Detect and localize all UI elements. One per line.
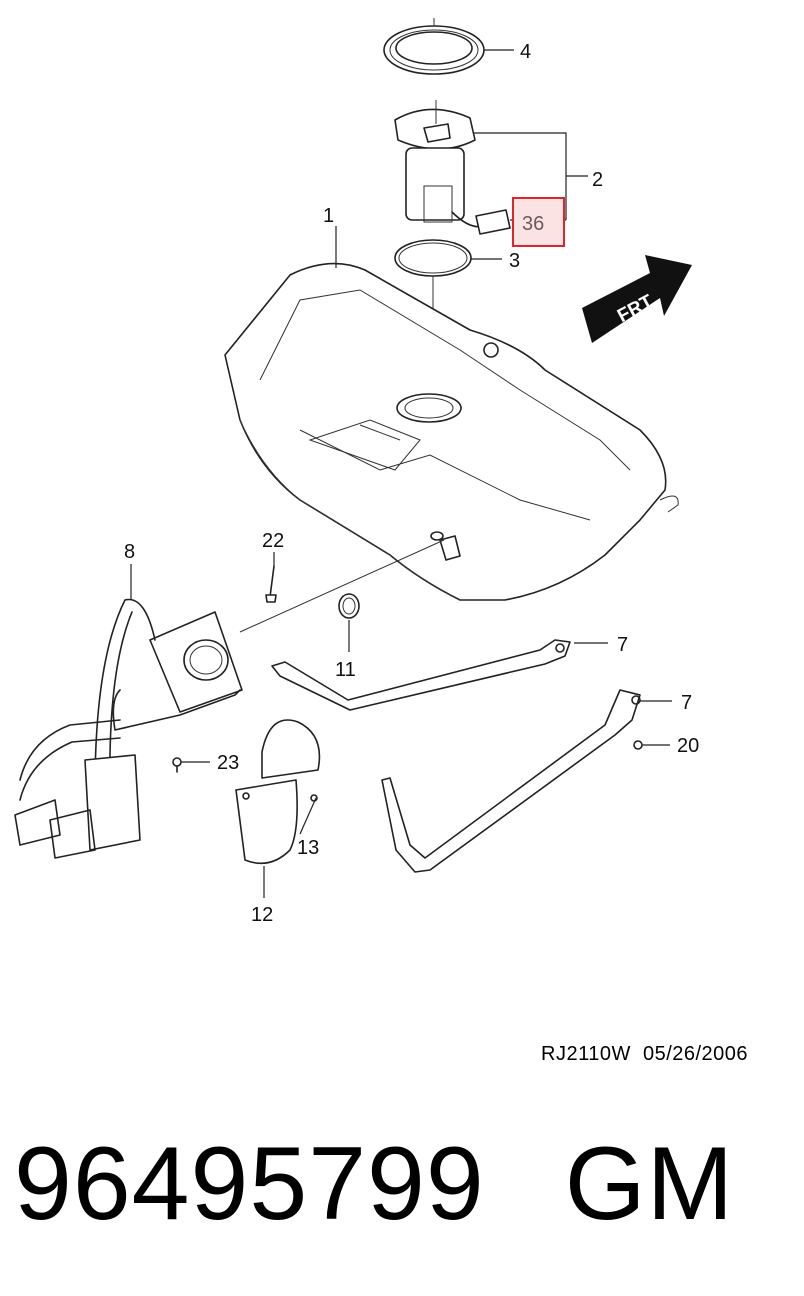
callout-20: 20 xyxy=(677,735,699,757)
callout-7-front-strap: 7 xyxy=(617,634,628,656)
bolt-part xyxy=(265,565,277,603)
tank-strap-front-part xyxy=(271,639,571,711)
callout-1: 1 xyxy=(323,205,334,227)
callout-36: 36 xyxy=(522,213,544,235)
callout-2: 2 xyxy=(592,169,603,191)
part-number: 96495799 xyxy=(14,1126,485,1242)
lock-ring-part xyxy=(383,18,485,75)
bolt-lower-part xyxy=(172,757,182,773)
callout-22: 22 xyxy=(262,530,284,552)
callout-4: 4 xyxy=(520,41,531,63)
highlight-box xyxy=(512,197,565,247)
callout-23: 23 xyxy=(217,752,239,774)
callout-3: 3 xyxy=(509,250,520,272)
fuel-tank-exploded-diagram: FRT xyxy=(14,18,699,926)
brand-name: GM xyxy=(564,1126,735,1242)
front-direction-arrow: FRT xyxy=(582,255,692,343)
drawing-code: RJ2110W 05/26/2006 xyxy=(541,1043,749,1065)
shield-part xyxy=(235,719,321,865)
callout-13: 13 xyxy=(297,837,319,859)
filler-neck-part xyxy=(14,598,243,859)
callout-7-rear-strap: 7 xyxy=(681,692,692,714)
fuel-pump-module-part xyxy=(394,100,511,235)
callout-11: 11 xyxy=(335,659,356,681)
o-ring-part xyxy=(394,239,472,277)
highlighted-callout-36[interactable]: 36 xyxy=(512,197,565,247)
hose-clamp-part xyxy=(338,593,360,619)
callout-8: 8 xyxy=(124,541,135,563)
callout-12: 12 xyxy=(251,904,273,926)
tank-strap-rear-part xyxy=(381,689,643,873)
fuel-tank-part xyxy=(224,262,679,601)
